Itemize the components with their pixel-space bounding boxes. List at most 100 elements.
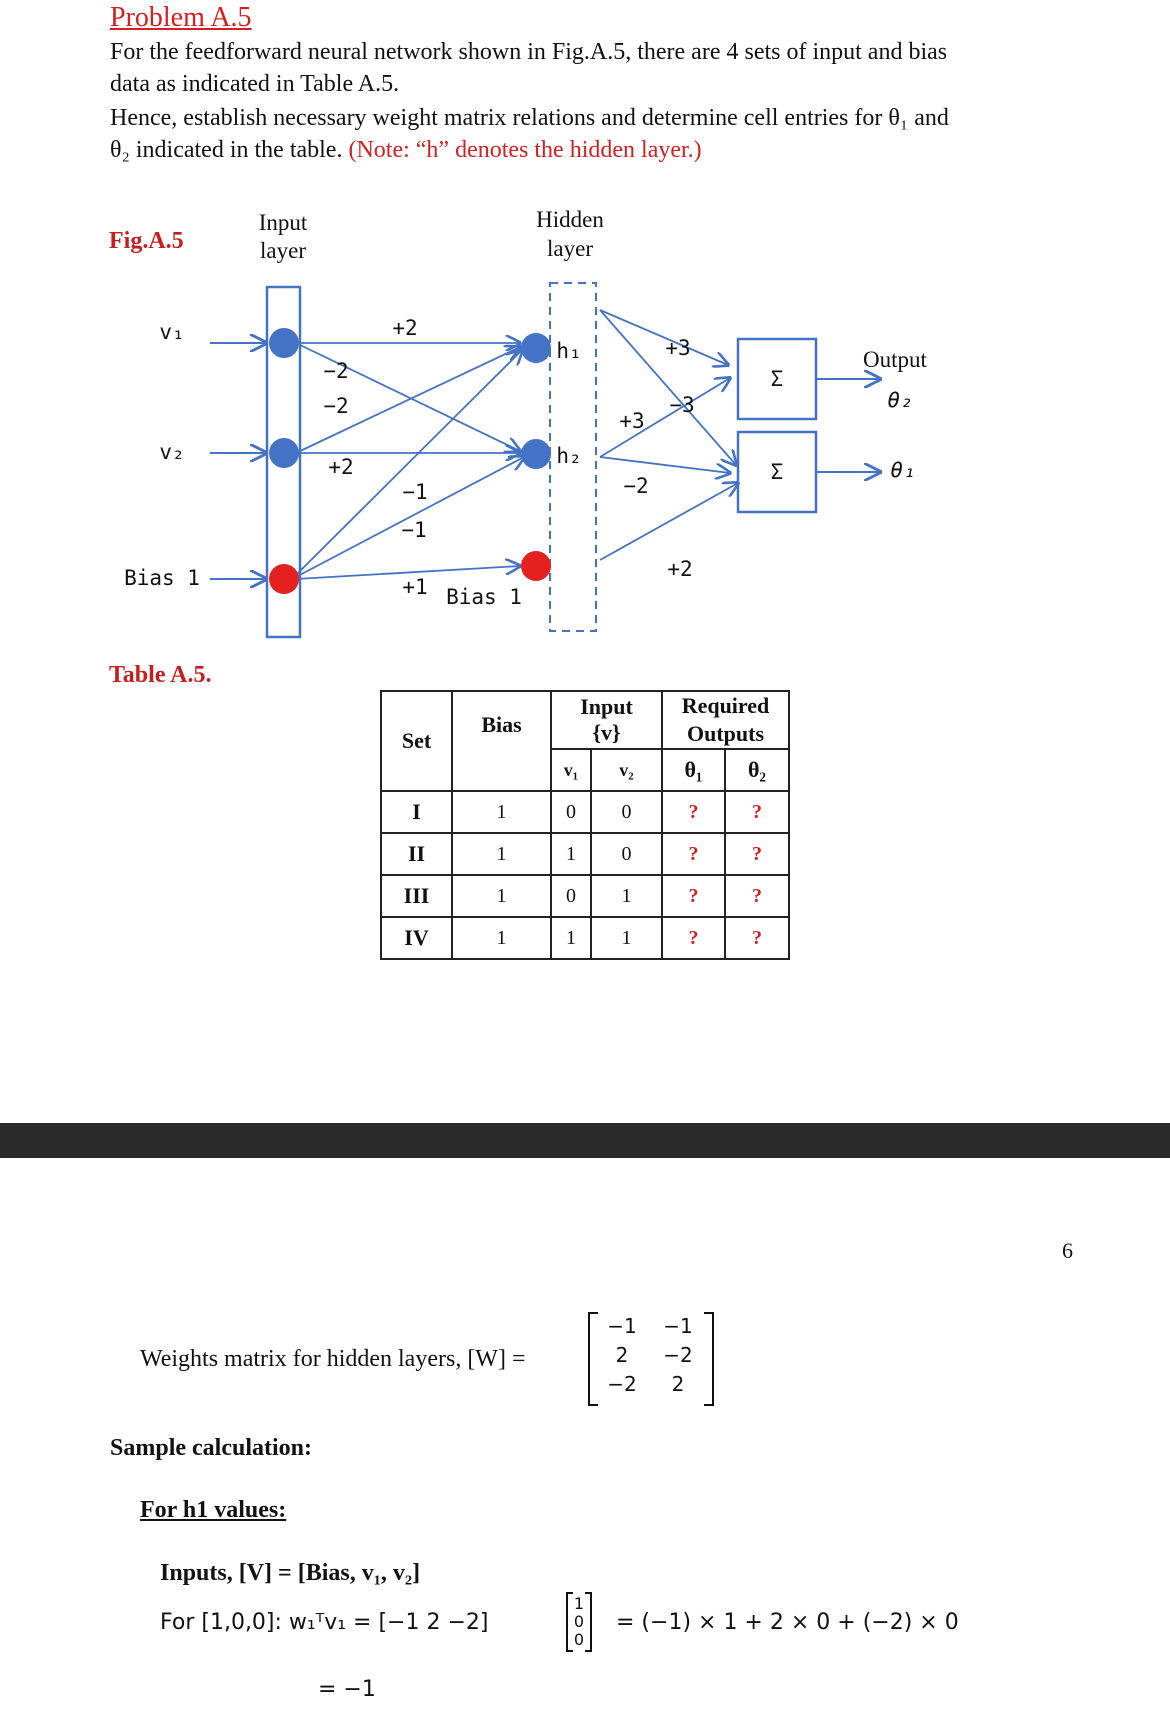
row-theta1: ? [661, 874, 726, 918]
weight-bias-h1: −1 [402, 480, 427, 504]
row-v1: 0 [550, 874, 592, 918]
row-v2: 1 [590, 916, 663, 960]
weight-h2-bot: −2 [623, 474, 648, 498]
matrix-cell: −1 [663, 1314, 693, 1338]
problem-title: Problem A.5 [110, 2, 252, 33]
page-number: 6 [1062, 1238, 1073, 1263]
row-bias: 1 [451, 874, 552, 918]
row-theta2: ? [724, 790, 790, 834]
input-layer-label-1: Input [259, 210, 308, 235]
weight-v2-h2: +2 [328, 455, 353, 479]
header-v2: v₂ [590, 748, 663, 792]
calculation-line: For [1,0,0]: w₁ᵀv₁ = [−1 2 −2] [160, 1610, 488, 1635]
hidden-h1-label: h₁ [556, 339, 581, 363]
header-theta2: θ₂ [724, 748, 790, 792]
table-row: II 1 1 0 ? ? [380, 832, 790, 876]
figure-label: Fig.A.5 [109, 228, 184, 254]
input-bias-label: Bias 1 [124, 566, 200, 590]
sum-symbol-bottom: Σ [771, 460, 784, 484]
input-v1-label: v₁ [159, 320, 184, 344]
row-theta1: ? [661, 916, 726, 960]
hidden-node-h1 [521, 333, 551, 363]
header-outputs-text: Outputs [686, 721, 765, 746]
header-theta1: θ₁ [661, 748, 726, 792]
input-v2-label: v₂ [159, 440, 184, 464]
page-break-band [0, 1123, 1170, 1158]
row-v1: 1 [550, 916, 592, 960]
calculation-suffix: = (−1) × 1 + 2 × 0 + (−2) × 0 [616, 1610, 959, 1635]
row-theta2: ? [724, 874, 790, 918]
header-v1: v₁ [550, 748, 592, 792]
weight-v2-h1: −2 [323, 394, 348, 418]
matrix-cell: 2 [615, 1343, 629, 1367]
hidden-layer-label-2: layer [547, 236, 593, 261]
weight-h1-top: +3 [665, 336, 690, 360]
header-input-text: Input [580, 694, 633, 719]
inputs-line: Inputs, [V] = [Bias, v₁, v₂] [160, 1560, 420, 1587]
problem-line-4: θ₂ indicated in the table. (Note: “h” de… [110, 134, 1090, 166]
matrix-cell: −2 [607, 1372, 637, 1396]
row-v1: 1 [550, 832, 592, 876]
weight-bias-hb: +1 [402, 575, 427, 599]
header-required-text: Required [681, 693, 770, 718]
input-node-v2 [269, 438, 299, 468]
weight-h1-mid: −3 [669, 393, 694, 417]
weight-bias-h2: −1 [401, 518, 426, 542]
sum-box-top [736, 337, 818, 421]
row-theta2: ? [724, 916, 790, 960]
hidden-bias-label: Bias 1 [446, 585, 522, 609]
row-v1: 0 [550, 790, 592, 834]
problem-note: (Note: “h” denotes the hidden layer.) [348, 137, 702, 163]
header-input-sub: {v} [592, 720, 621, 745]
input-node-bias [269, 564, 299, 594]
for-h1-label: For h1 values: [140, 1497, 287, 1523]
calculation-prefix: For [1,0,0]: w₁ᵀv₁ = [−1 2 −2] [160, 1610, 489, 1635]
problem-line-1: For the feedforward neural network shown… [110, 39, 948, 65]
row-set: III [380, 874, 453, 918]
sample-calculation-label: Sample calculation: [110, 1435, 312, 1462]
calculation-result: = −1 [318, 1677, 376, 1702]
hidden-node-h2 [521, 439, 551, 469]
row-bias: 1 [451, 790, 552, 834]
output-theta1: θ₁ [890, 458, 915, 482]
neural-network-diagram: Input layer Hidden layer v₁ v₂ Bias 1 +2… [124, 207, 928, 639]
row-bias: 1 [451, 916, 552, 960]
row-theta1: ? [661, 832, 726, 876]
row-set: IV [380, 916, 453, 960]
sum-symbol-top: Σ [771, 367, 784, 391]
problem-line-2: data as indicated in Table A.5. [110, 71, 400, 97]
header-set: Set [380, 690, 453, 792]
vector-cell: 0 [573, 1630, 585, 1649]
table-row: IV 1 1 1 ? ? [380, 916, 790, 960]
hidden-h2-label: h₂ [556, 444, 581, 468]
header-bias: Bias [451, 690, 552, 792]
input-layer-box [265, 285, 302, 639]
weights-matrix: −1 −1 2 −2 −2 2 [588, 1312, 714, 1406]
problem-line-4-text: θ₂ indicated in the table. [110, 137, 349, 163]
row-v2: 1 [590, 874, 663, 918]
matrix-cell: −2 [663, 1343, 693, 1367]
input-layer-label-2: layer [260, 238, 306, 263]
output-label: Output [863, 347, 928, 372]
row-v2: 0 [590, 832, 663, 876]
vector-cell: 0 [573, 1612, 585, 1631]
matrix-cell: 2 [671, 1372, 685, 1396]
header-input: Input{v} [550, 690, 663, 750]
table-row: I 1 0 0 ? ? [380, 790, 790, 834]
row-theta2: ? [724, 832, 790, 876]
inputs-text: Inputs, [V] = [Bias, v₁, v₂] [160, 1560, 421, 1586]
column-vector: 1 0 0 [566, 1592, 592, 1652]
weights-matrix-text: Weights matrix for hidden layers, [W] = [140, 1346, 526, 1372]
sum-box-bottom [736, 430, 818, 514]
vector-cell: 1 [573, 1594, 585, 1613]
row-bias: 1 [451, 832, 552, 876]
hidden-node-bias [521, 551, 551, 581]
weight-hb-bot: +2 [667, 557, 692, 581]
problem-line-3: Hence, establish necessary weight matrix… [110, 105, 949, 131]
row-set: I [380, 790, 453, 834]
hidden-layer-label-1: Hidden [536, 207, 604, 232]
weight-v1-h2: −2 [323, 359, 348, 383]
weight-h2-mid: +3 [619, 409, 644, 433]
